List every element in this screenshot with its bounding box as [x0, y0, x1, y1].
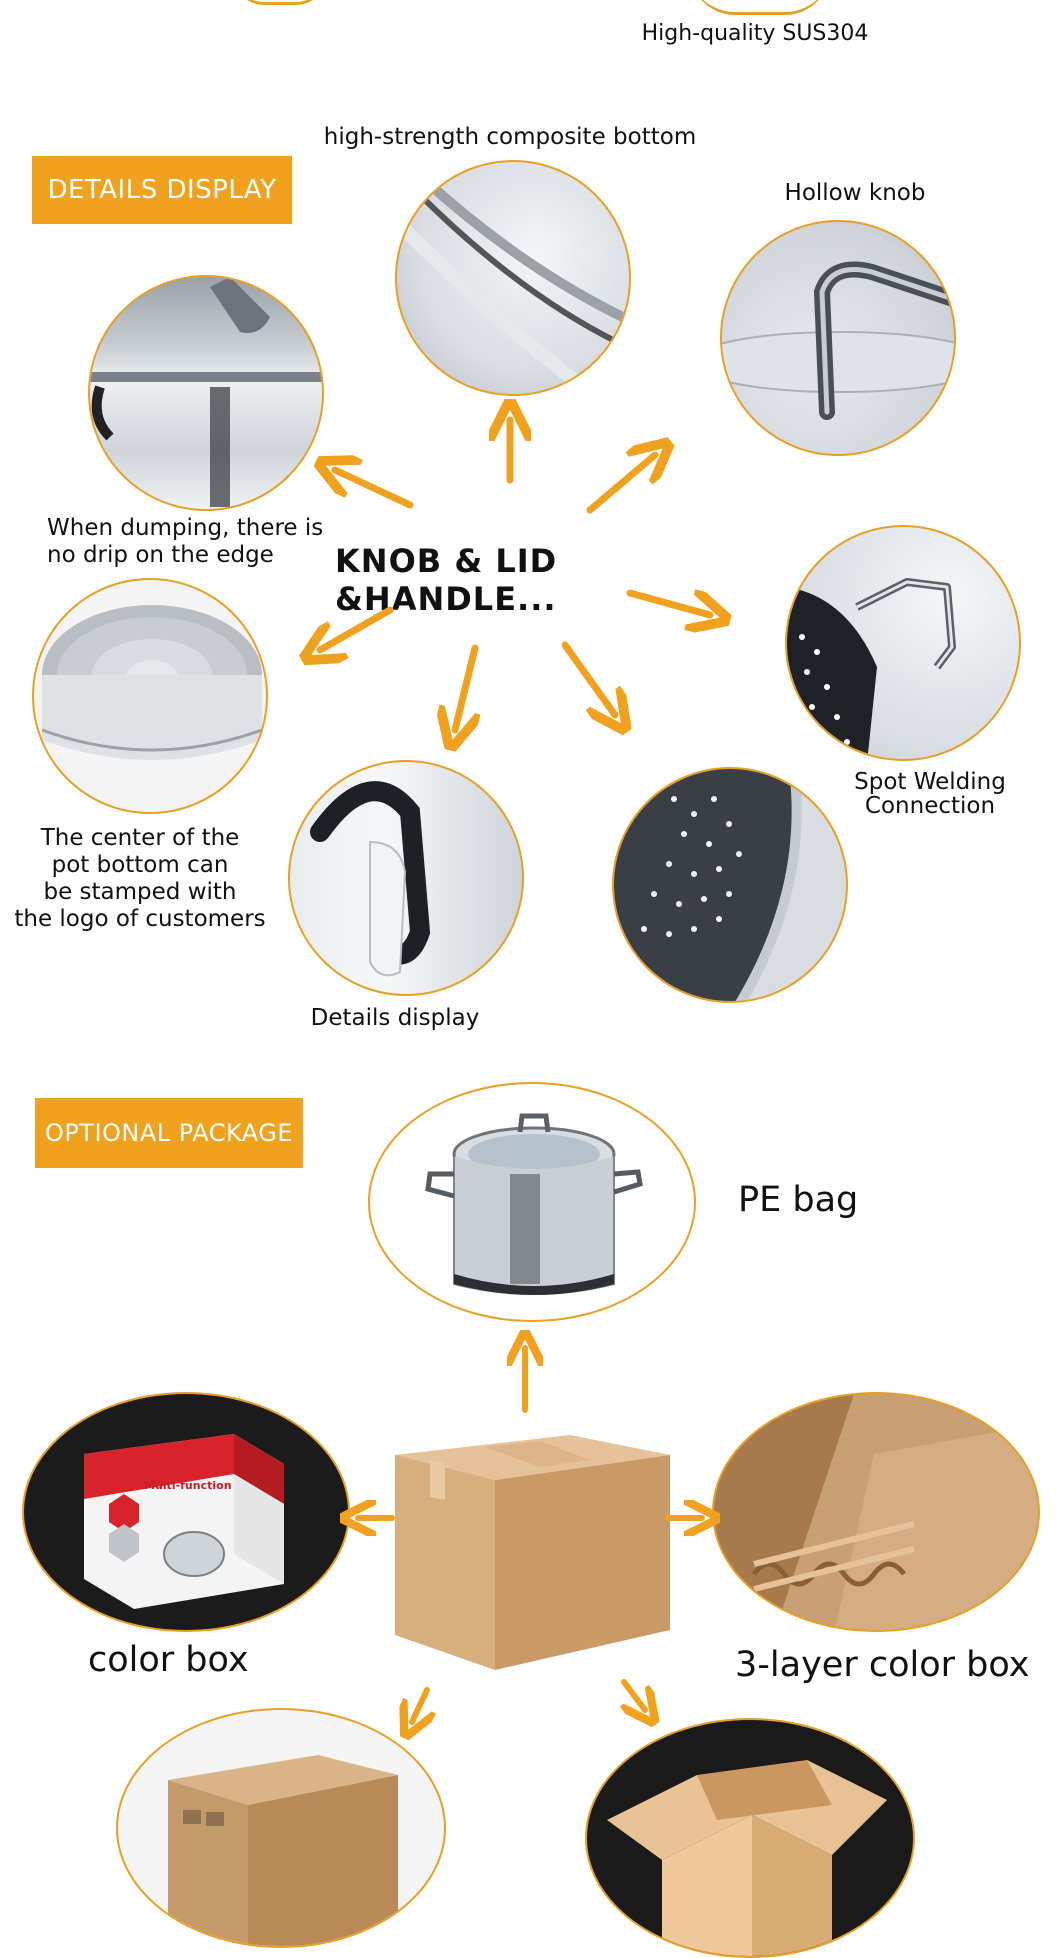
three-layer-illustration [714, 1394, 1038, 1630]
three-layer-label: 3-layer color box [735, 1645, 1030, 1685]
hollow-knob-label: Hollow knob [784, 180, 926, 206]
top-circle-partial-left [230, 0, 330, 5]
optional-package-badge: OPTIONAL PACKAGE [35, 1098, 303, 1168]
pot-bottom-label: The center of the pot bottom can be stam… [10, 825, 270, 933]
details-display-caption: Details display [310, 1005, 480, 1031]
package-arrows [0, 0, 1060, 1900]
spot-welding-label: Spot Welding Connection [830, 770, 1030, 818]
arrow-up-right [586, 455, 655, 514]
sus304-caption: High-quality SUS304 [641, 21, 869, 46]
pot-bottom-label-line2: pot bottom can [51, 852, 229, 878]
arrow-to-open-box [624, 1679, 645, 1710]
top-circle-partial-right [690, 0, 830, 15]
handle-detail-photo [288, 760, 524, 996]
knob-lid-handle-title: KNOB & LID &HANDLE... [335, 542, 558, 618]
cardboard-box-illustration [395, 1435, 670, 1670]
pe-bag-label: PE bag [738, 1180, 859, 1220]
pot-bottom-photo [32, 578, 268, 814]
pe-bag-photo [368, 1082, 696, 1322]
arrow-right [626, 593, 710, 615]
pot-bottom-illustration [41, 605, 263, 760]
arrow-down [455, 644, 475, 730]
spot-welding-label-line1: Spot Welding [854, 769, 1006, 795]
three-layer-photo [712, 1392, 1040, 1632]
composite-bottom-label: high-strength composite bottom [323, 124, 697, 150]
arrow-up-left [335, 470, 414, 509]
arrow-left [320, 606, 394, 650]
color-box-illustration: Multi-function [84, 1434, 284, 1609]
dumping-label: When dumping, there is no drip on the ed… [47, 515, 347, 569]
details-arrows [0, 0, 1060, 1900]
dumping-edge-illustration [90, 277, 322, 507]
color-box-label: color box [88, 1640, 249, 1680]
knob-illustration [722, 261, 954, 420]
stockpot-illustration [425, 1113, 643, 1295]
details-display-badge: DETAILS DISPLAY [32, 156, 292, 224]
dumping-label-line1: When dumping, there is [47, 515, 324, 541]
dumping-edge-photo [88, 275, 324, 511]
spot-welding-label-line2: Connection [864, 793, 996, 819]
steamer-photo [612, 767, 848, 1003]
pot-bottom-label-line3: be stamped with [43, 879, 237, 905]
arrow-down-right [561, 641, 615, 715]
dumping-label-line2: no drip on the edge [47, 542, 274, 568]
pot-bottom-label-line4: the logo of customers [14, 906, 266, 932]
color-box-photo: Multi-function [22, 1392, 350, 1632]
arrow-to-carton-box [412, 1687, 427, 1722]
pot-bottom-label-line1: The center of the [40, 825, 240, 851]
composite-bottom-photo [395, 160, 631, 396]
hollow-knob-photo [720, 220, 956, 456]
steamer-illustration [614, 769, 802, 1001]
color-box-brand-text: Multi-function [144, 1479, 232, 1492]
spot-welding-photo [785, 525, 1021, 761]
shipping-box-photo [390, 1425, 680, 1675]
handle-detail-illustration [310, 781, 431, 977]
